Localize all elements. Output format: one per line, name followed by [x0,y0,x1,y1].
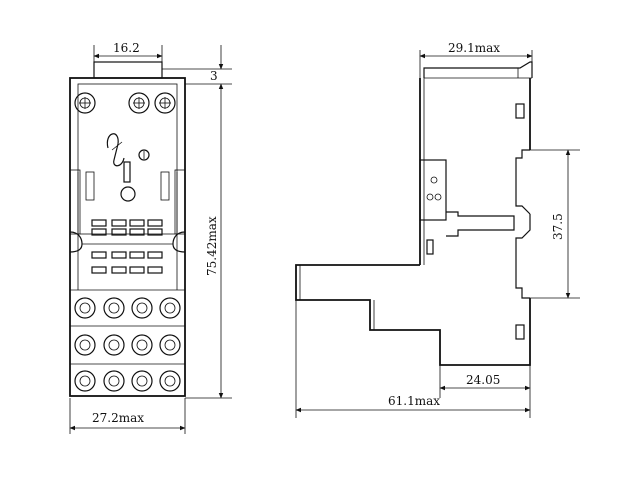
side-dim-rail-height: 37.5 [530,149,580,299]
mounting-hole [120,186,136,202]
top-screw-middle [128,92,150,114]
side-dim-top-width: 29.1max [419,41,533,78]
side-dim-bottom-step: 24.05 [439,365,531,398]
latch-slots [85,171,170,201]
top-screw-left [74,92,96,114]
contact-row-2 [91,251,163,274]
front-top-width-label: 16.2 [113,41,140,55]
side-total-width-label: 61.1max [388,394,440,408]
manufacturer-logo [106,133,150,183]
contact-row-1 [91,219,163,236]
side-rail-height-label: 37.5 [551,213,565,240]
side-top-width-label: 29.1max [448,41,500,55]
front-view [69,61,186,397]
side-dim-total-width: 61.1max [295,300,531,418]
front-dim-bottom-width: 27.2max [69,398,186,434]
front-height-label: 75.42max [205,216,219,276]
front-dim-height: 75.42max [185,83,232,399]
side-view [295,61,533,366]
bottom-terminal-screws [70,297,185,392]
front-dim-top-width: 16.2 [93,41,163,62]
side-bottom-step-label: 24.05 [466,373,500,387]
front-dim-top-offset: 3 [162,45,232,85]
front-top-offset-label: 3 [210,69,218,83]
top-screw-right [154,92,176,114]
front-bottom-width-label: 27.2max [92,411,144,425]
